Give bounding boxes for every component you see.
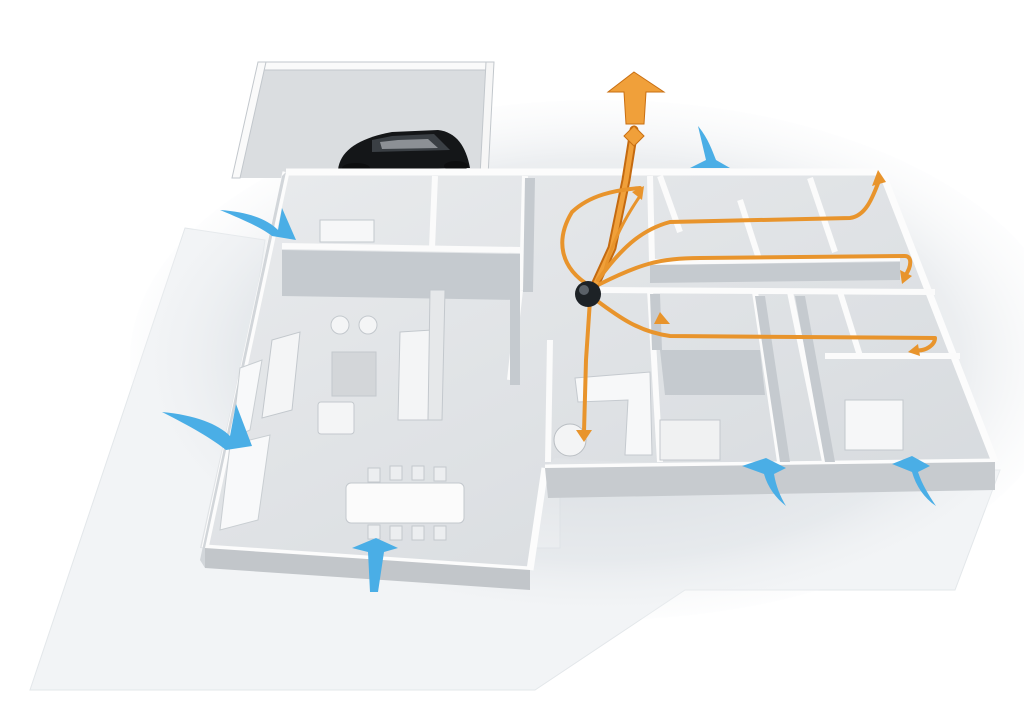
duct-branch-north-centre [603,194,642,272]
sofa-back [427,289,446,421]
desk [319,219,375,243]
armchair [317,401,355,435]
terminal-south-east [908,344,920,356]
dining-chairs [367,465,447,541]
airflow-arrow-icon [220,208,296,240]
terminal-north [632,186,644,200]
car-icon [338,130,470,173]
garage-wall-left [231,61,267,179]
rug [331,351,377,397]
terminal-east [900,270,912,284]
stool-a [330,315,350,335]
wall-face-south-west [205,548,530,590]
duct-main-riser-highlight [587,127,637,299]
bench [261,331,301,419]
terminal-kitchen [576,430,592,442]
cabinet [659,419,721,461]
house [200,168,999,590]
bed [844,399,904,451]
airflow-arrow-icon [162,404,252,450]
airflow-arrow-icon [892,456,936,506]
duct-branch-north-west [560,186,642,288]
terminal-bath [654,312,670,324]
living-room-furniture [261,219,904,541]
windows [219,359,271,531]
duct-branch-north-east [596,176,882,282]
duct-branch-south [582,298,592,434]
garage-wall-back [261,61,491,71]
duct-terminals [576,170,920,442]
ventilation-unit-icon [575,281,601,307]
airflow-arrow-icon [352,538,398,592]
extract-ducts [560,125,937,434]
interior-wall-faces [282,178,900,462]
terminal-north-east [872,170,886,186]
outer-wall-notch [526,467,549,571]
stool-b [358,315,378,335]
garage [231,61,495,179]
airflow-arrow-icon [690,126,730,168]
dining-table [345,482,465,524]
sofa [397,329,433,421]
outer-wall-east [878,170,999,464]
airflow-arrow-icon [742,458,786,506]
duct-branch-east [598,254,913,286]
duct-branch-south-east [594,298,937,353]
up-arrow-icon [606,71,666,147]
airflow-intakes [162,126,936,592]
